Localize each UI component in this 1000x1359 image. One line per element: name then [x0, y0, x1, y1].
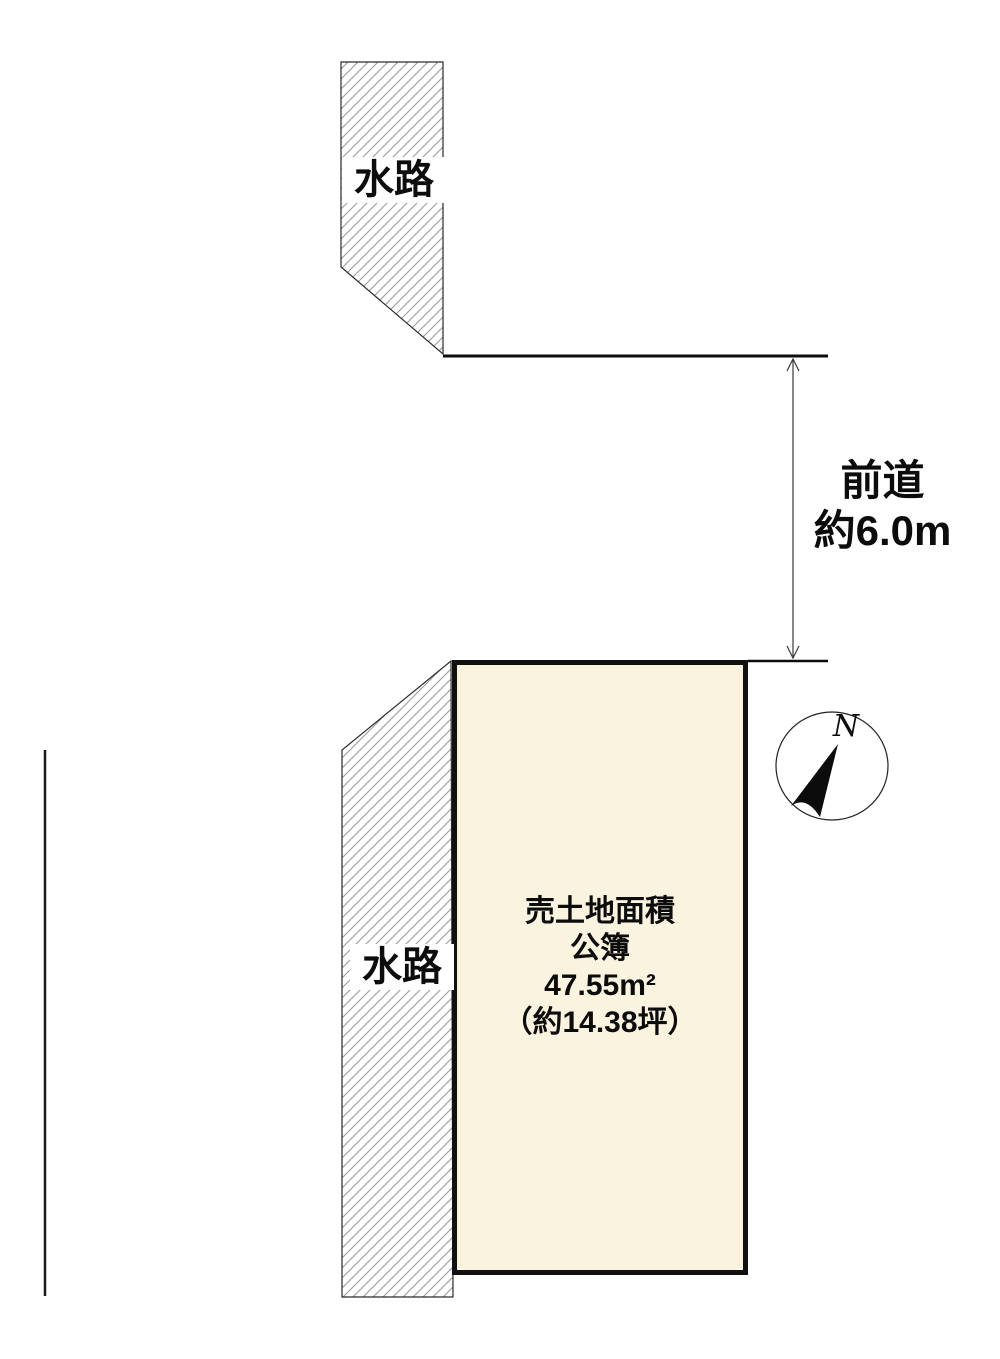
plot-boundary	[452, 660, 748, 1275]
arrowhead-down-icon	[786, 645, 800, 660]
waterway-left-label: 水路	[350, 944, 454, 990]
plot-register-text: 公簿	[570, 932, 630, 965]
compass	[775, 711, 889, 821]
road-name-text: 前道	[840, 457, 925, 504]
road-width-text: 約6.0m	[813, 507, 952, 554]
waterway-top-area	[340, 61, 444, 356]
compass-needle-icon	[791, 744, 838, 817]
waterway-top-label: 水路	[342, 157, 446, 203]
north-label: N	[832, 709, 860, 744]
road-width-label: 前道 約6.0m	[780, 456, 985, 556]
plot-title-text: 売土地面積	[525, 895, 675, 928]
plot-area-sqm-text: 47.55m²	[544, 969, 656, 1002]
plot-area-tsubo-text: （約14.38坪）	[502, 1006, 698, 1039]
plot-area-label: 売土地面積 公簿 47.55m² （約14.38坪）	[452, 893, 748, 1041]
arrowhead-up-icon	[786, 357, 800, 372]
dimension-arrow	[786, 357, 800, 660]
